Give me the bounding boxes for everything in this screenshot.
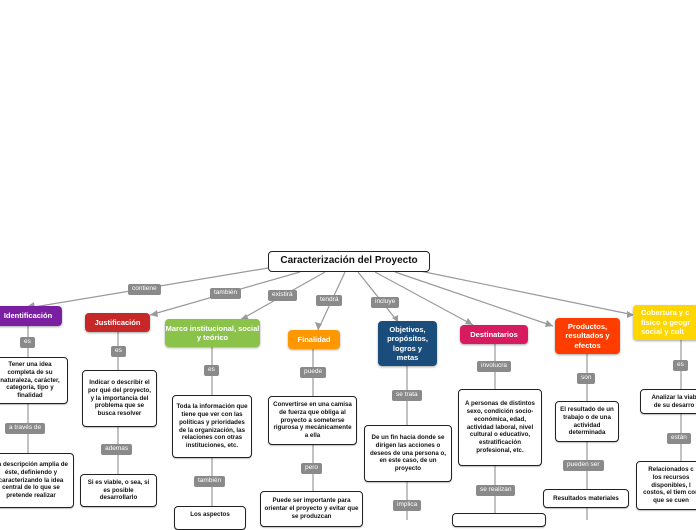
connector-puede: puede	[300, 367, 327, 378]
connector-tambien-marco: también	[194, 476, 226, 487]
edge-destinatarios	[374, 271, 474, 326]
edge-cobertura	[414, 269, 635, 316]
topic-destinatarios[interactable]: Destinatarios	[460, 325, 528, 344]
leaf-marco-1[interactable]: Toda la información que tiene que ver co…	[172, 395, 252, 458]
topic-destinatarios-label: Destinatarios	[470, 329, 518, 339]
central-topic[interactable]: Caracterización del Proyecto	[268, 251, 430, 272]
leaf-ident-1[interactable]: Tener una idea completa de su naturaleza…	[0, 357, 68, 404]
connector-es-cob: es	[673, 360, 688, 371]
topic-cobertura-label: Cobertura y c físico o geogr social y cu…	[641, 308, 691, 337]
leaf-just-2[interactable]: Si es viable, o sea, si es posible desar…	[80, 474, 157, 507]
leaf-ident-2[interactable]: La descripción amplia de éste, definiend…	[0, 453, 74, 508]
topic-identificacion-label: Identificación	[3, 311, 53, 321]
central-topic-title: Caracterización del Proyecto	[280, 255, 418, 267]
leaf-dest-1[interactable]: A personas de distintos sexo, condición …	[458, 389, 542, 466]
connector-pueden-ser: pueden ser	[563, 460, 604, 471]
leaf-marco-2[interactable]: Los aspectos	[174, 506, 246, 530]
connector-contiene: contiene	[128, 284, 161, 295]
connector-son: son	[577, 373, 596, 384]
topic-objetivos[interactable]: Objetivos, propósitos, logros y metas	[378, 321, 437, 366]
topic-cobertura[interactable]: Cobertura y c físico o geogr social y cu…	[633, 305, 696, 340]
leaf-prod-2[interactable]: Resultados materiales	[543, 489, 629, 508]
topic-finalidad[interactable]: Finalidad	[288, 330, 340, 349]
connector-a-traves-de: a través de	[5, 423, 46, 434]
leaf-prod-1[interactable]: El resultado de un trabajo o de una acti…	[555, 401, 619, 442]
connector-se-realizan: se realizan	[476, 485, 516, 496]
leaf-cob-1[interactable]: Analizar la viab de su desarro	[640, 389, 696, 414]
connector-pero: pero	[301, 463, 323, 474]
leaf-obj-1[interactable]: De un fin hacia donde se dirigen las acc…	[364, 425, 452, 482]
leaf-cob-2[interactable]: Relacionados c los recursos disponibles,…	[636, 461, 696, 510]
connector-se-trata: se trata	[392, 390, 422, 401]
topic-identificacion[interactable]: Identificación	[0, 306, 62, 326]
topic-productos[interactable]: Productos, resultados y efectos	[555, 318, 620, 354]
leaf-dest-2[interactable]	[452, 513, 546, 527]
topic-marco[interactable]: Marco institucional, social y teórico	[165, 319, 260, 347]
connector-ademas: ademas	[101, 444, 133, 455]
leaf-fin-1[interactable]: Convertirse en una camisa de fuerza que …	[268, 396, 357, 445]
connector-tendra: tendrá	[316, 295, 343, 306]
leaf-just-1[interactable]: Indicar o describir el por qué del proye…	[82, 370, 157, 427]
topic-justificacion[interactable]: Justificación	[85, 313, 150, 332]
topic-finalidad-label: Finalidad	[297, 334, 331, 344]
connector-existira: existirá	[268, 290, 297, 301]
leaf-fin-2[interactable]: Puede ser importante para orientar el pr…	[260, 491, 363, 527]
topic-productos-label: Productos, resultados y efectos	[565, 321, 610, 350]
connector-estan: están	[667, 433, 691, 444]
connector-incluye: incluye	[371, 297, 400, 308]
connector-tambien: también	[210, 288, 242, 299]
edge-productos	[394, 271, 554, 327]
connector-involucra: involucra	[477, 361, 512, 372]
topic-justificacion-label: Justificación	[94, 317, 141, 327]
connector-implica: implica	[393, 500, 422, 511]
topic-objetivos-label: Objetivos, propósitos, logros y metas	[387, 324, 428, 362]
topic-marco-label: Marco institucional, social y teórico	[165, 323, 260, 342]
connector-es-marco: es	[204, 365, 219, 376]
connector-es-ident: es	[20, 337, 35, 348]
connector-es-just: es	[111, 346, 126, 357]
